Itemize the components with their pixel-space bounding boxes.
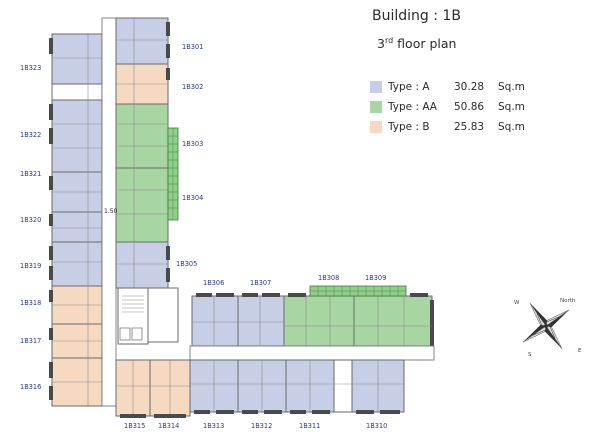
unit-1b305 xyxy=(115,241,169,289)
label-1b305: 1B305 xyxy=(176,260,197,268)
label-1b312: 1B312 xyxy=(251,422,272,430)
page-title: Building : 1B xyxy=(372,8,461,24)
unit-1b303 xyxy=(115,103,169,169)
label-1b314: 1B314 xyxy=(158,422,179,430)
label-1b313: 1B313 xyxy=(203,422,224,430)
compass-rose xyxy=(522,302,570,350)
unit-1b304 xyxy=(115,167,169,243)
label-1b317: 1B317 xyxy=(20,337,41,345)
unit-1b307 xyxy=(237,295,285,347)
legend-type-aa: Type : AA 50.86 Sq.m xyxy=(370,100,525,114)
lift-1 xyxy=(119,327,131,341)
dimension-note: 1.50 xyxy=(104,208,118,215)
legend-label: Type : A xyxy=(388,81,430,93)
legend-type-b: Type : B 25.83 Sq.m xyxy=(370,120,525,134)
label-1b322: 1B322 xyxy=(20,131,41,139)
unit-1b320 xyxy=(51,211,103,243)
label-1b315: 1B315 xyxy=(124,422,145,430)
stair-void-north xyxy=(51,83,103,101)
legend-unit: Sq.m xyxy=(498,121,525,133)
compass-west-label: W xyxy=(514,300,520,306)
unit-1b322 xyxy=(51,99,103,173)
label-1b319: 1B319 xyxy=(20,262,41,270)
legend-type-a: Type : A 30.28 Sq.m xyxy=(370,80,525,94)
legend-area: 30.28 xyxy=(454,81,485,93)
unit-1b301 xyxy=(115,17,169,65)
label-1b301: 1B301 xyxy=(182,43,203,51)
unit-1b319 xyxy=(51,241,103,287)
unit-1b323 xyxy=(51,33,103,85)
floor-text: floor plan xyxy=(397,36,457,52)
legend-area: 25.83 xyxy=(454,121,485,133)
inner-column xyxy=(115,17,179,345)
label-1b321: 1B321 xyxy=(20,170,41,178)
label-1b304: 1B304 xyxy=(182,194,203,202)
label-1b308: 1B308 xyxy=(318,274,339,282)
label-1b303: 1B303 xyxy=(182,140,203,148)
unit-1b306 xyxy=(191,295,239,347)
label-1b323: 1B323 xyxy=(20,64,41,72)
lift-2 xyxy=(131,327,143,341)
compass-south-label: S xyxy=(528,352,532,358)
label-1b316: 1B316 xyxy=(20,383,41,391)
south-row-west xyxy=(115,359,191,418)
label-1b320: 1B320 xyxy=(20,216,41,224)
floor-ordinal: rd xyxy=(384,36,394,45)
legend-swatch-b xyxy=(370,121,382,133)
legend-unit: Sq.m xyxy=(498,81,525,93)
legend-swatch-a xyxy=(370,81,382,93)
label-1b311: 1B311 xyxy=(299,422,320,430)
south-wing xyxy=(189,285,435,414)
legend-unit: Sq.m xyxy=(498,101,525,113)
label-1b309: 1B309 xyxy=(365,274,386,282)
legend-label: Type : B xyxy=(388,121,430,133)
corridor-south xyxy=(189,345,435,361)
legend-area: 50.86 xyxy=(454,101,485,113)
stair-east xyxy=(333,359,353,413)
compass-east-label: E xyxy=(578,348,582,354)
legend-label: Type : AA xyxy=(388,101,437,113)
stair-2 xyxy=(147,287,179,343)
compass-north-label: North xyxy=(560,298,576,304)
label-1b307: 1B307 xyxy=(250,279,271,287)
stair-core xyxy=(117,287,149,345)
room-labels: 1B301 1B302 1B303 1B304 1B305 1B306 1B30… xyxy=(20,43,387,430)
label-1b310: 1B310 xyxy=(366,422,387,430)
label-1b302: 1B302 xyxy=(182,83,203,91)
label-1b318: 1B318 xyxy=(20,299,41,307)
label-1b306: 1B306 xyxy=(203,279,224,287)
floor-number: 3 xyxy=(377,36,385,52)
west-wing xyxy=(49,17,117,407)
legend-swatch-aa xyxy=(370,101,382,113)
floor-subtitle: 3rd floor plan xyxy=(377,36,456,51)
